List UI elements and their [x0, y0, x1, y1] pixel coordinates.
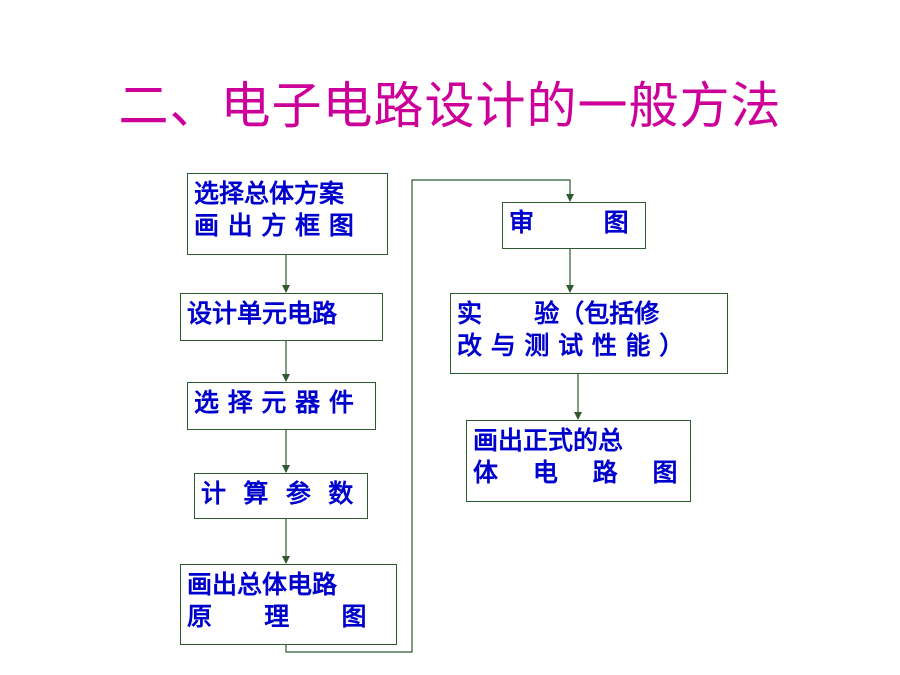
node-text: 改 与 测 试 性 能 ） [457, 331, 685, 360]
node-draw-formal-circuit: 画出正式的总体 电 路 图 [466, 420, 691, 502]
node-select-overall-scheme: 选择总体方案画 出 方 框 图 [187, 173, 388, 255]
node-text: 体 电 路 图 [473, 458, 678, 487]
node-text: 画出正式的总 [473, 426, 624, 455]
page-title: 二、电子电路设计的一般方法 [118, 77, 782, 135]
node-text: 设计单元电路 [187, 299, 338, 328]
node-text: 实 验（包括修 [457, 299, 660, 328]
node-text: 画出总体电路 [187, 570, 338, 599]
node-select-components: 选 择 元 器 件 [187, 382, 376, 430]
node-text: 画 出 方 框 图 [194, 211, 354, 240]
node-text: 选 择 元 器 件 [194, 388, 354, 417]
node-experiment: 实 验（包括修改 与 测 试 性 能 ） [450, 293, 728, 374]
edge-n5-n6 [285, 179, 574, 653]
node-design-unit-circuit: 设计单元电路 [180, 293, 383, 341]
node-text: 审 图 [509, 208, 629, 237]
node-draw-overall-schematic: 画出总体电路原 理 图 [180, 564, 397, 645]
node-text: 原 理 图 [187, 602, 367, 631]
node-review-drawing: 审 图 [502, 202, 646, 249]
node-text: 计 算 参 数 [201, 479, 354, 508]
node-text: 选择总体方案 [194, 179, 345, 208]
node-calculate-parameters: 计 算 参 数 [194, 473, 368, 519]
